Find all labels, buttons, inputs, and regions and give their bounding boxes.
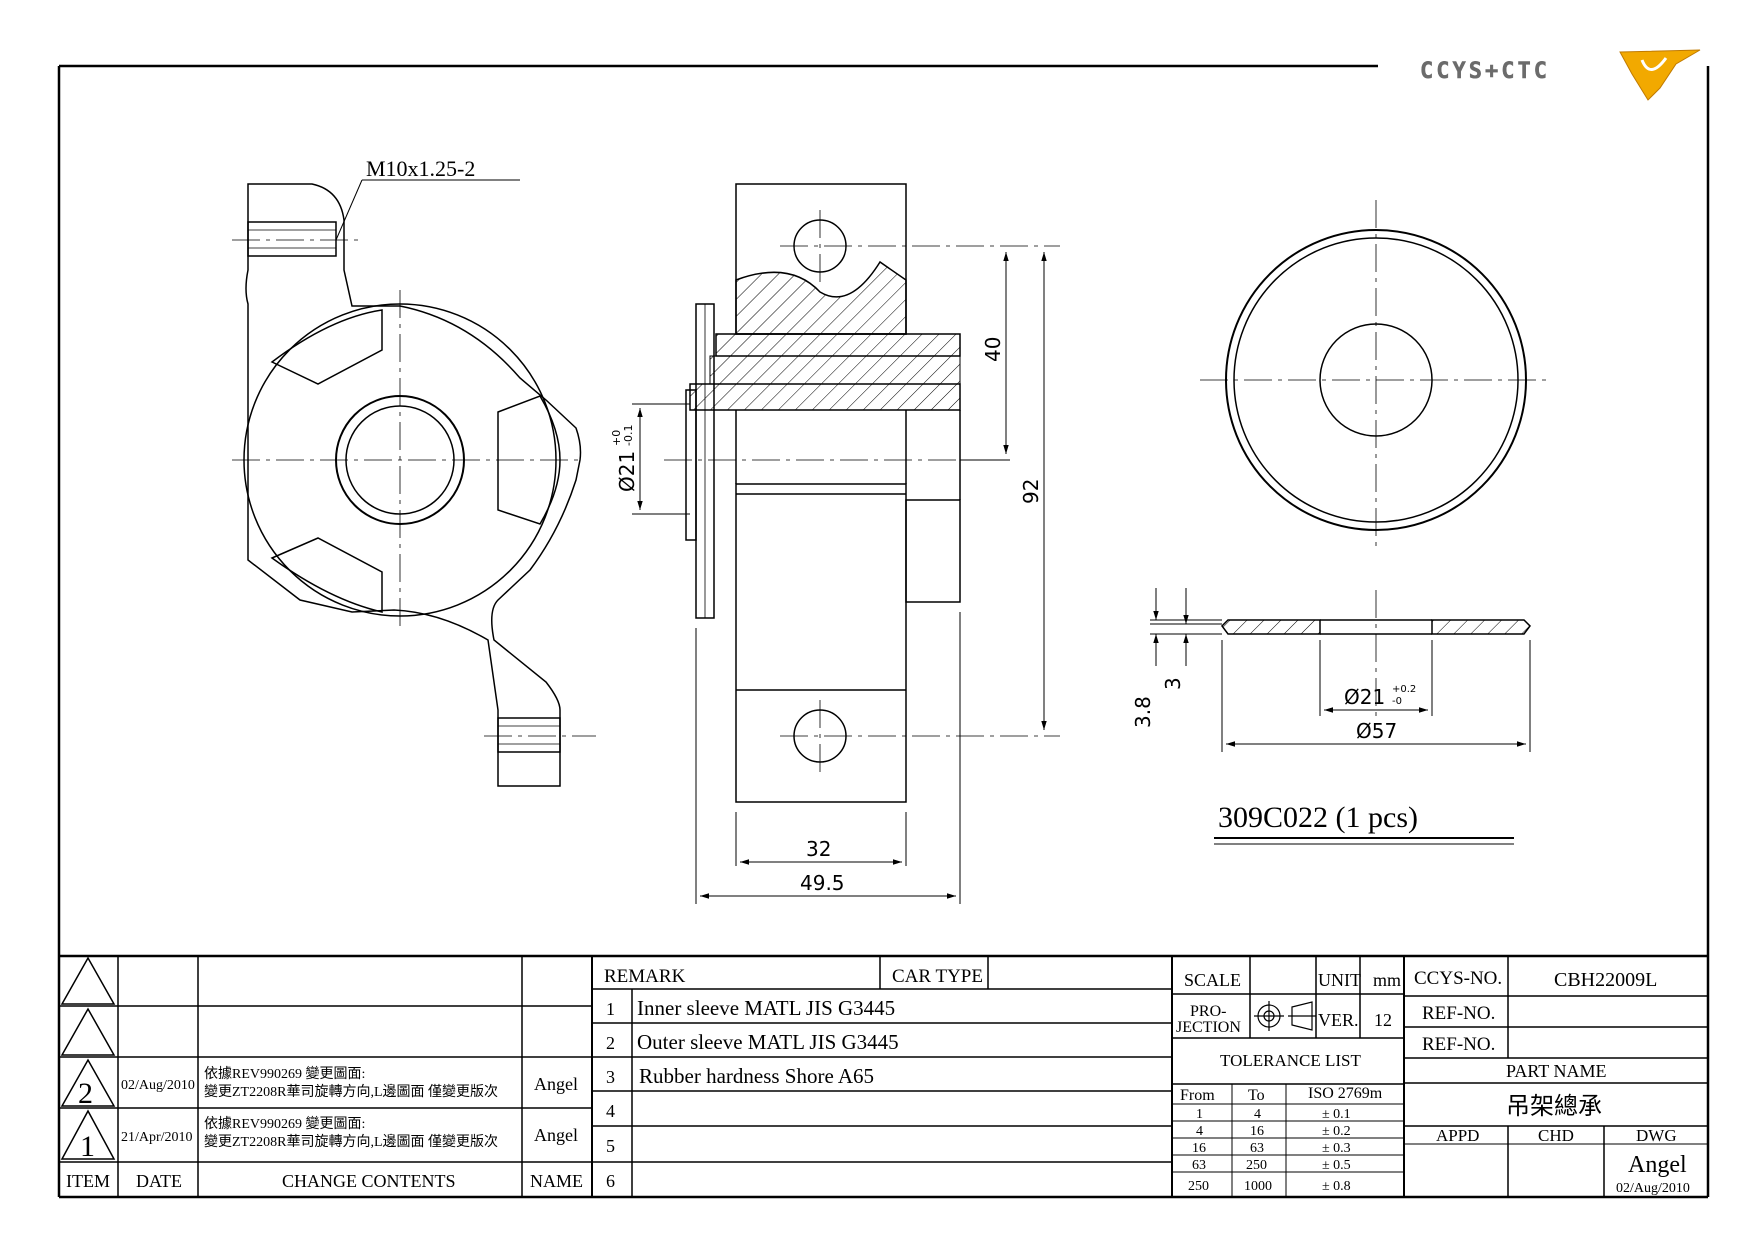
ccys-no-value: CBH22009L [1554,969,1657,991]
tol-5-tol: ± 0.8 [1322,1179,1351,1194]
dim-92: 92 [1019,479,1043,504]
logo-mark-icon [1619,49,1701,101]
remark-4-no: 4 [606,1101,615,1121]
ref-no-label-1: REF-NO. [1422,1003,1495,1024]
tol-1-from: 1 [1196,1107,1203,1122]
sheet-border [57,64,1710,1199]
ver-label: VER. [1318,1010,1359,1030]
tol-1-to: 4 [1254,1107,1261,1122]
svg-text:Ø21: Ø21 [615,451,639,492]
dim-d21-shaft: Ø21 +0 -0.1 [610,425,639,492]
company-logo: CCYS+CTC [1420,49,1701,101]
tol-5-to: 1000 [1244,1179,1272,1194]
projection-label-2: JECTION [1176,1019,1241,1036]
svg-text:-0.1: -0.1 [622,425,635,446]
dwg-label: DWG [1636,1126,1677,1145]
unit-label: UNIT [1318,970,1361,990]
remark-1-no: 1 [606,999,615,1019]
remark-3-text: Rubber hardness Shore A65 [639,1064,874,1088]
header-change-contents: CHANGE CONTENTS [282,1171,456,1191]
scale-label: SCALE [1184,970,1241,990]
rev-1-name: Angel [534,1125,578,1145]
tol-2-to: 16 [1250,1124,1264,1139]
remark-6-no: 6 [606,1171,615,1191]
dim-40: 40 [981,337,1005,362]
svg-text:+0.2: +0.2 [1392,684,1416,695]
svg-text:Ø21: Ø21 [1344,685,1385,709]
title-block-grid [59,954,1708,1197]
rev-2-content-2: 變更ZT2208R華司旋轉方向,L邊圖面 僅變更版次 [204,1084,498,1100]
rev-2-content-1: 依據REV990269 變更圖面: [204,1066,365,1082]
washer-top-view [1200,200,1550,550]
dim-3-8: 3.8 [1131,696,1155,728]
remark-2-text: Outer sleeve MATL JIS G3445 [637,1030,899,1054]
tol-4-from: 63 [1192,1158,1206,1173]
rev-2-date: 02/Aug/2010 [121,1078,195,1093]
part-label: 309C022 (1 pcs) [1218,801,1418,834]
thread-callout: M10x1.25-2 [366,156,475,181]
rev-1-date: 21/Apr/2010 [121,1130,193,1145]
rev-1-number: 1 [80,1130,95,1163]
unit-value: mm [1373,970,1401,990]
dwg-value: Angel [1628,1152,1687,1178]
ver-value: 12 [1374,1010,1392,1030]
remark-2-no: 2 [606,1033,615,1053]
svg-text:+0: +0 [610,430,623,446]
dim-d21-washer: Ø21 +0.2 -0 [1344,684,1416,709]
tolerance-title: TOLERANCE LIST [1220,1051,1361,1070]
dim-49-5: 49.5 [800,871,845,895]
tol-3-to: 63 [1250,1141,1264,1156]
header-name: NAME [530,1171,583,1191]
section-view [664,183,1060,803]
car-type-label: CAR TYPE [892,966,983,987]
dwg-date: 02/Aug/2010 [1616,1181,1690,1196]
section-dimensions [632,252,1047,904]
tol-2-from: 4 [1196,1124,1203,1139]
front-view [232,179,596,787]
chd-label: CHD [1538,1126,1574,1145]
svg-text:-0: -0 [1392,696,1402,707]
projection-symbol-icon [1254,1001,1316,1031]
tol-4-tol: ± 0.5 [1322,1158,1351,1173]
part-name-label: PART NAME [1506,1061,1606,1081]
logo-text: CCYS+CTC [1420,59,1550,84]
tol-2-tol: ± 0.2 [1322,1124,1351,1139]
tol-header-to: To [1248,1087,1265,1104]
ccys-no-label: CCYS-NO. [1414,968,1502,989]
tol-4-to: 250 [1246,1158,1267,1173]
tol-3-from: 16 [1192,1141,1206,1156]
rev-1-content-1: 依據REV990269 變更圖面: [204,1116,365,1132]
washer-dimensions [1150,588,1531,752]
rev-2-name: Angel [534,1074,578,1094]
ref-no-label-2: REF-NO. [1422,1034,1495,1055]
remark-3-no: 3 [606,1067,615,1087]
rev-1-content-2: 變更ZT2208R華司旋轉方向,L邊圖面 僅變更版次 [204,1134,498,1150]
remark-1-text: Inner sleeve MATL JIS G3445 [637,996,895,1020]
tol-header-std: ISO 2769m [1308,1085,1383,1102]
remark-label: REMARK [604,966,686,987]
dim-d57: Ø57 [1356,719,1397,743]
appd-label: APPD [1436,1126,1479,1145]
rev-2-number: 2 [78,1077,93,1110]
tol-header-from: From [1180,1087,1215,1104]
remark-5-no: 5 [606,1136,615,1156]
part-name-value: 吊架總承 [1506,1093,1602,1120]
header-item: ITEM [66,1171,110,1191]
dim-32: 32 [806,837,831,861]
tol-3-tol: ± 0.3 [1322,1141,1351,1156]
washer-section [1221,590,1531,720]
tol-1-tol: ± 0.1 [1322,1107,1351,1122]
dim-3: 3 [1161,677,1185,690]
tol-5-from: 250 [1188,1179,1209,1194]
header-date: DATE [136,1171,182,1191]
projection-label-1: PRO- [1190,1003,1226,1020]
